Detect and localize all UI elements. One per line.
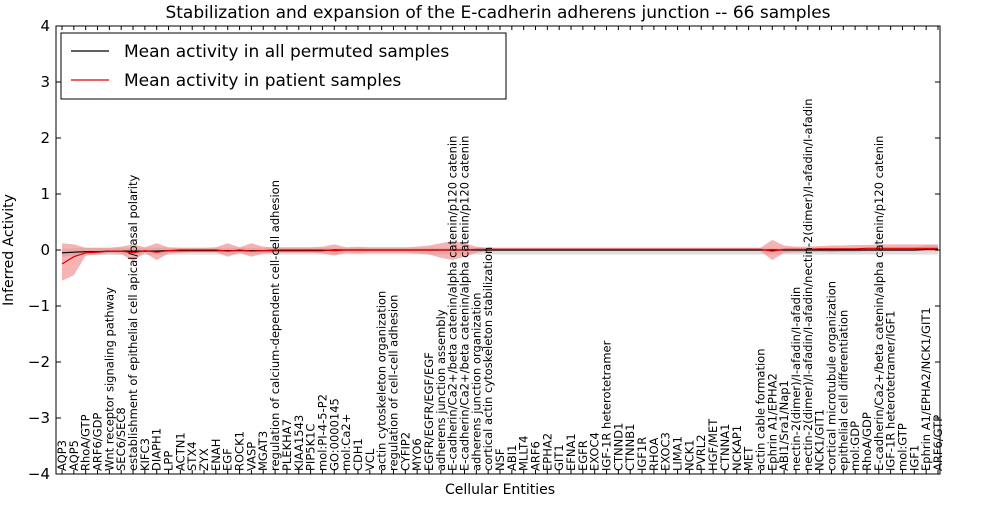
entity-label: Ephrin A1/EPHA2	[765, 373, 779, 471]
entity-label: NCKAP1	[730, 425, 744, 471]
lines-layer	[61, 247, 938, 265]
entity-label: CTNND1	[611, 423, 625, 471]
entity-label: ARF6	[529, 441, 543, 471]
entity-label: CYFIP2	[398, 432, 412, 471]
entity-label: mol:PI-4-5-P2	[315, 394, 329, 471]
entity-label: E-cadherin/Ca2+/beta catenin/alpha caten…	[446, 136, 460, 471]
entity-label: cortical actin cytoskeleton stabilizatio…	[481, 247, 495, 471]
entity-label: IGF-1R heterotetramer	[600, 340, 614, 471]
entity-label: EFNA1	[564, 433, 578, 471]
entity-label: VASP	[244, 442, 258, 471]
y-tick-label: −1	[28, 297, 50, 315]
y-tick-label: 3	[40, 73, 50, 91]
chart-title: Stabilization and expansion of the E-cad…	[165, 3, 830, 23]
entity-label: actin cytoskeleton organization	[375, 291, 389, 471]
entity-label: MGAT3	[256, 431, 270, 471]
entity-label: NCK1/GIT1	[813, 409, 827, 471]
entity-label: mol:Ca2+	[339, 414, 353, 471]
entity-label: LPP	[162, 451, 176, 471]
y-tick-label: −3	[28, 409, 50, 427]
entity-label: AQP5	[67, 440, 81, 471]
y-ticks: −4 −3 −2 −1 0 1 2 3 4	[28, 17, 940, 483]
entity-label: STX4	[185, 441, 199, 471]
y-axis-label: Inferred Activity	[1, 194, 17, 306]
entity-label: PIP5K1C	[304, 424, 318, 471]
legend-label-patient: Mean activity in patient samples	[124, 71, 401, 91]
y-tick-label: 4	[40, 17, 50, 35]
entity-label: ACTN1	[173, 432, 187, 471]
entity-label: ABI1	[505, 445, 519, 471]
y-tick-label: 2	[40, 129, 50, 147]
entity-label: IGF1	[907, 445, 921, 471]
entity-label: IGF-1R heterotetramer/IGF1	[884, 311, 898, 471]
entity-label: MYO6	[410, 438, 424, 471]
entity-label: NSF	[493, 448, 507, 471]
entity-label: GO:0000145	[327, 398, 341, 471]
entity-label: EGF	[221, 448, 235, 471]
entity-label: RhoA/GDP	[860, 412, 874, 471]
y-tick-label: −2	[28, 353, 50, 371]
entity-label: EPHA2	[540, 433, 554, 471]
entity-label: adherens junction organization	[469, 293, 483, 471]
entity-label: nectin-2(dimer)/I-afadin/I-afadin	[789, 287, 803, 471]
entity-label: GIT1	[552, 444, 566, 471]
entity-label: CTNNA1	[718, 424, 732, 471]
entity-label: EGFR	[576, 440, 590, 471]
entity-label: CDH1	[351, 438, 365, 471]
entity-label: Ephrin A1/EPHA2/NCK1/GIT1	[919, 307, 933, 471]
entity-label: AQP3	[55, 440, 69, 471]
entity-label: ARF6/GTP	[931, 415, 945, 471]
entity-label: KIAA1543	[292, 415, 306, 471]
entity-label: EGFR/EGFR/EGF/EGF	[422, 352, 436, 471]
entity-label: DIAPH1	[150, 428, 164, 471]
legend-box	[60, 32, 507, 100]
entity-label: ENAH	[209, 439, 223, 471]
y-tick-label: 1	[40, 185, 50, 203]
entity-label: MET	[742, 446, 756, 471]
entity-label: cortical microtubule organization	[825, 281, 839, 471]
entity-label: nectin-2(dimer)/I-afadin/I-afadin/nectin…	[801, 99, 815, 471]
entity-label: actin cable formation	[753, 348, 767, 471]
entity-label: VCL	[363, 448, 377, 471]
x-ticks	[61, 26, 939, 474]
entity-label: CTNNB1	[623, 424, 637, 471]
entity-label: ABI1/Sra1/Nap1	[777, 380, 791, 471]
entity-label: PVRL2	[694, 434, 708, 471]
entity-label: MLLT4	[517, 436, 531, 472]
entity-label: LIMA1	[671, 436, 685, 471]
entity-label: IGF1R	[635, 437, 649, 471]
entity-label: E-cadherin/Ca2+/beta catenin/alpha caten…	[458, 136, 472, 471]
x-axis-label: Cellular Entities	[445, 482, 555, 498]
entity-label: regulation of calcium-dependent cell-cel…	[268, 180, 282, 471]
entity-label: Wnt receptor signaling pathway	[102, 287, 116, 471]
entity-label: regulation of cell-cell adhesion	[387, 295, 401, 471]
entity-label: adherens junction assembly	[434, 309, 448, 471]
entity-label: NCK1	[682, 440, 696, 472]
y-tick-label: 0	[40, 241, 50, 259]
legend-label-permuted: Mean activity in all permuted samples	[124, 42, 449, 62]
entity-label: RhoA/GTP	[79, 414, 93, 471]
entity-label: EXOC4	[588, 432, 602, 471]
entity-label: SEC6/SEC8	[114, 407, 128, 471]
entity-label: EXOC3	[659, 432, 673, 471]
entity-label: mol:GDP	[848, 421, 862, 471]
entity-label: ARF6/GDP	[91, 413, 105, 471]
entity-label: PLEKHA7	[280, 419, 294, 471]
entity-label: E-cadherin/Ca2+/beta catenin/alpha caten…	[872, 136, 886, 471]
entity-label: RHOA	[647, 438, 661, 471]
entity-label: epithelial cell differentiation	[836, 310, 850, 471]
entity-label: HGF/MET	[706, 418, 720, 471]
entity-label: mol:GTP	[896, 423, 910, 471]
patient-mean-line	[61, 247, 938, 265]
entity-label: ROCK1	[233, 431, 247, 471]
legend: Mean activity in all permuted samples Me…	[60, 32, 507, 100]
entity-label: KIFC3	[138, 438, 152, 471]
entity-label: ZYX	[197, 448, 211, 471]
entity-label: establishment of epithelial cell apical/…	[126, 175, 140, 471]
y-tick-label: −4	[28, 465, 50, 483]
